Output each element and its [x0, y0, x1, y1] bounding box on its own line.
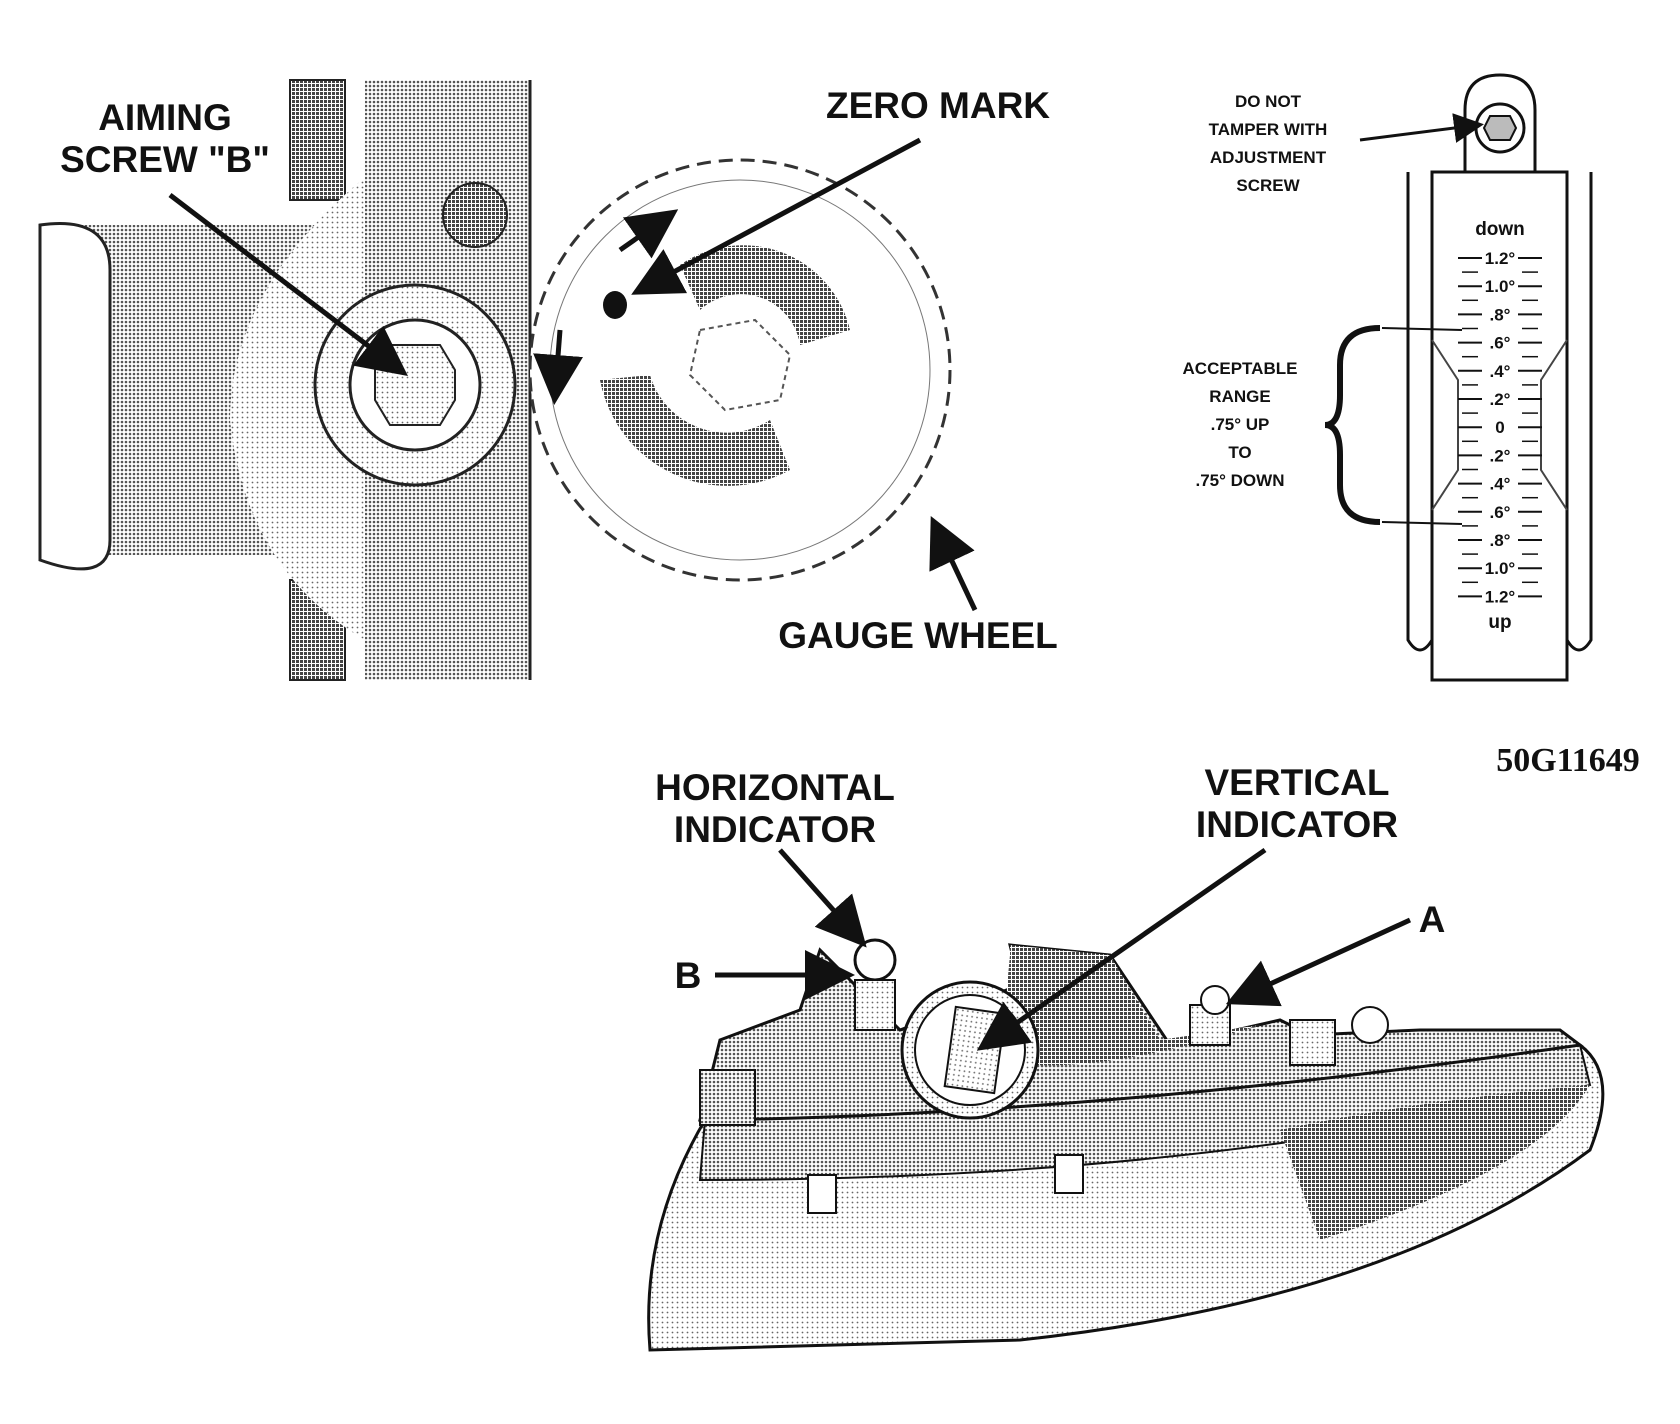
- aiming-screw-label-line2: SCREW "B": [60, 139, 270, 180]
- hex-hub-icon: [688, 318, 792, 412]
- zero-mark-leader: [631, 137, 922, 295]
- vertical-indicator-label-line2: INDICATOR: [1196, 804, 1398, 845]
- gauge-body: [1430, 170, 1569, 682]
- zero-mark-label: ZERO MARK: [826, 85, 1050, 126]
- scale-mark-label: .4°: [1490, 362, 1511, 381]
- aiming-screw-label-line1: AIMING: [98, 97, 232, 138]
- range-line2: RANGE: [1209, 387, 1270, 406]
- zero-mark-dot: [603, 291, 627, 319]
- scale-mark-label: 1.0°: [1485, 559, 1516, 578]
- scale-mark-label: .8°: [1490, 305, 1511, 324]
- corner-mount: [699, 1069, 756, 1126]
- rotation-arrow-up: [618, 209, 679, 259]
- scale-mark-label: .6°: [1490, 503, 1511, 522]
- warning-line4: SCREW: [1236, 176, 1300, 195]
- range-line3: .75° UP: [1211, 415, 1270, 434]
- wheel-slot-top: [680, 245, 850, 345]
- range-line5: .75° DOWN: [1196, 471, 1285, 490]
- scale-mark-label: .8°: [1490, 531, 1511, 550]
- bracket-top: [289, 79, 346, 201]
- screw-b-label: B: [675, 955, 702, 996]
- figure-id: 50G11649: [1496, 742, 1640, 779]
- gauge-scale: 1.2° 1.0° .8° .6° .4° .2° 0 .2° .4° .6° .8° 1.0° 1.2…: [1458, 249, 1542, 606]
- headlamp-assembly: [647, 938, 1605, 1352]
- lens-clip-right: [1054, 1154, 1084, 1194]
- warning-leader: [1359, 113, 1484, 143]
- horizontal-indicator-leader: [778, 848, 867, 948]
- warning-line2: TAMPER WITH: [1209, 120, 1328, 139]
- screw-a-label: A: [1419, 899, 1446, 940]
- pivot-ball: [442, 182, 508, 248]
- gauge-wheel-label: GAUGE WHEEL: [778, 615, 1058, 656]
- gauge-window-left: [1431, 339, 1459, 511]
- range-brace: [1324, 325, 1381, 525]
- vertical-indicator-leader: [976, 847, 1267, 1051]
- rotation-arrow-down: [533, 329, 583, 405]
- screw-a-icon: [1200, 985, 1230, 1015]
- scale-mark-label: 1.2°: [1485, 587, 1516, 606]
- gauge-wheel-illustration: [38, 79, 978, 681]
- lens-clip-left: [807, 1174, 837, 1214]
- scale-mark-label: .4°: [1490, 475, 1511, 494]
- vertical-indicator-label-line1: VERTICAL: [1205, 762, 1390, 803]
- gauge-wheel-leader: [929, 515, 978, 612]
- scale-mark-label: 1.2°: [1485, 249, 1516, 268]
- scale-mark-label: .2°: [1490, 446, 1511, 465]
- gauge-rail-right: [1565, 172, 1593, 652]
- range-top-line: [1381, 327, 1463, 331]
- torx-head-icon: [1482, 115, 1518, 141]
- gauge-window-right: [1540, 339, 1568, 511]
- warning-line1: DO NOT: [1235, 92, 1302, 111]
- aiming-screw-leader: [168, 193, 408, 377]
- gauge-rail-left: [1406, 172, 1434, 652]
- horizontal-indicator-label-line2: INDICATOR: [674, 809, 876, 850]
- warning-line3: ADJUSTMENT: [1210, 148, 1327, 167]
- lens-shading: [1280, 1085, 1590, 1240]
- vertical-indicator-gauge: [943, 1005, 1007, 1095]
- housing-cutout: [38, 222, 112, 571]
- screw-a-leader: [1225, 917, 1412, 1007]
- scale-mark-label: 1.0°: [1485, 277, 1516, 296]
- gauge-up-label: up: [1488, 612, 1511, 633]
- gauge-down-label: down: [1475, 219, 1525, 240]
- aiming-screw-gear: [313, 283, 517, 487]
- horizontal-indicator-screw-icon: [853, 938, 897, 982]
- scale-mark-label: 0: [1495, 418, 1504, 437]
- screw-b-post: [854, 979, 896, 1031]
- horizontal-indicator-label-line1: HORIZONTAL: [655, 767, 895, 808]
- range-line4: TO: [1228, 443, 1251, 462]
- scale-mark-label: .2°: [1490, 390, 1511, 409]
- connector-block: [1289, 1019, 1336, 1066]
- gauge-wheel: [528, 158, 952, 582]
- vertical-gauge: [1406, 73, 1593, 682]
- range-line1: ACCEPTABLE: [1183, 359, 1298, 378]
- range-bottom-line: [1381, 521, 1463, 525]
- wheel-slot-bottom: [600, 375, 790, 486]
- scale-mark-label: .6°: [1490, 334, 1511, 353]
- connector-cap: [1351, 1006, 1389, 1044]
